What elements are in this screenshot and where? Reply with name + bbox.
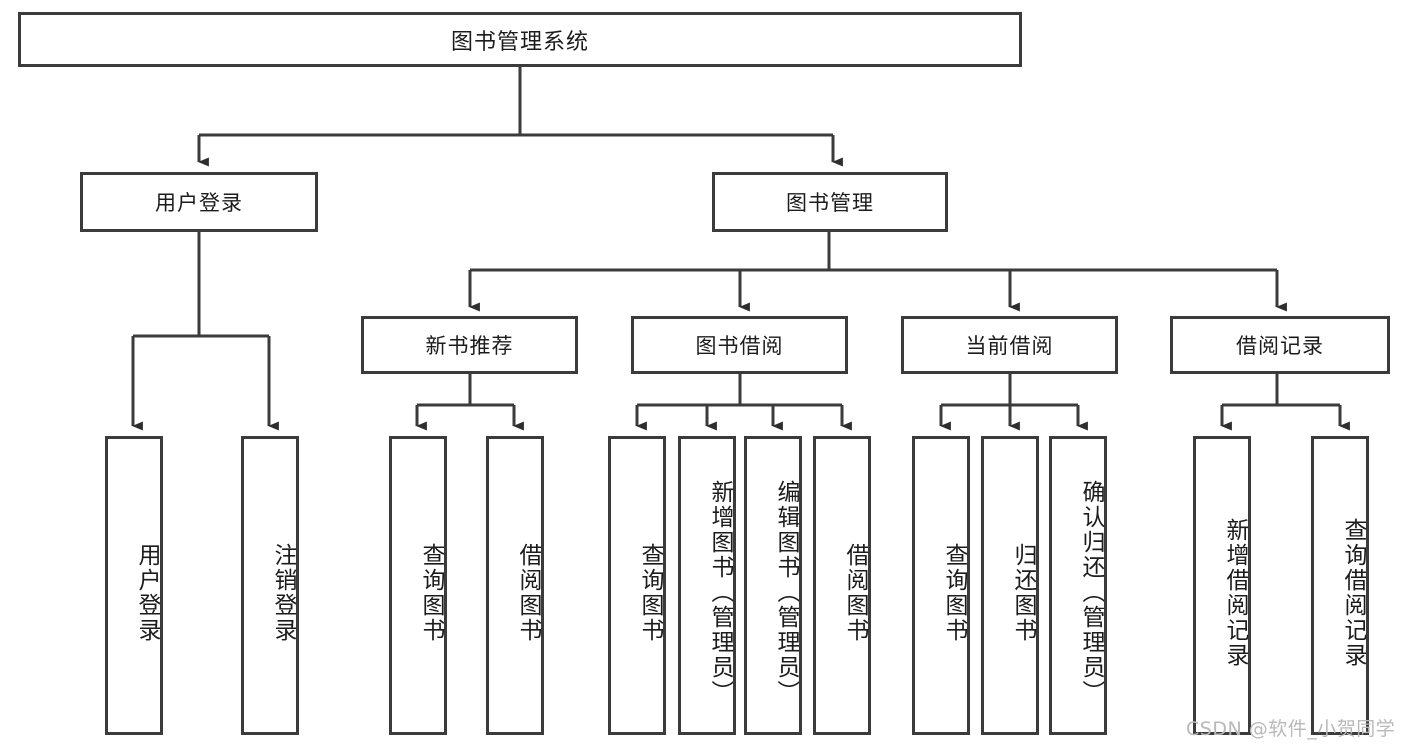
node-label: 新增图书（管理员）	[707, 480, 733, 705]
node-label: 确认归还（管理员）	[1078, 480, 1104, 705]
csdn-watermark: CSDN @软件_小贺同学	[1186, 718, 1396, 740]
leaf-new-book-query[interactable]: 查询图书	[389, 436, 447, 735]
node-root-book-management-system[interactable]: 图书管理系统	[18, 12, 1022, 67]
node-label: 图书管理	[786, 191, 874, 215]
node-label: 用户登录	[134, 542, 160, 643]
node-label: 新增借阅记录	[1222, 517, 1248, 668]
node-label: 查询借阅记录	[1340, 517, 1366, 668]
node-book-borrow[interactable]: 图书借阅	[631, 316, 848, 374]
node-label: 借阅图书	[515, 542, 541, 643]
leaf-current-borrow-return[interactable]: 归还图书	[981, 436, 1039, 735]
node-label: 图书管理系统	[450, 29, 589, 55]
node-label: 借阅图书	[842, 542, 868, 643]
node-label: 归还图书	[1010, 542, 1036, 643]
node-label: 注销登录	[270, 542, 296, 643]
node-label: 查询图书	[637, 542, 663, 643]
node-label: 用户登录	[155, 191, 243, 215]
node-label: 编辑图书（管理员）	[773, 480, 799, 705]
leaf-book-borrow-add[interactable]: 新增图书（管理员）	[678, 436, 736, 735]
leaf-book-borrow-edit[interactable]: 编辑图书（管理员）	[744, 436, 802, 735]
node-label: 查询图书	[418, 542, 444, 643]
leaf-book-borrow-borrow[interactable]: 借阅图书	[813, 436, 871, 735]
node-current-borrow[interactable]: 当前借阅	[901, 316, 1118, 374]
leaf-book-borrow-query[interactable]: 查询图书	[608, 436, 666, 735]
node-user-login[interactable]: 用户登录	[80, 172, 318, 232]
node-label: 查询图书	[941, 542, 967, 643]
leaf-current-borrow-query[interactable]: 查询图书	[912, 436, 970, 735]
leaf-borrow-record-add[interactable]: 新增借阅记录	[1193, 436, 1251, 735]
node-new-book-recommend[interactable]: 新书推荐	[361, 316, 578, 374]
leaf-borrow-record-query[interactable]: 查询借阅记录	[1311, 436, 1369, 735]
node-book-management[interactable]: 图书管理	[712, 172, 948, 232]
leaf-user-login-logout[interactable]: 注销登录	[241, 436, 299, 735]
node-borrow-record[interactable]: 借阅记录	[1170, 316, 1390, 374]
leaf-new-book-borrow[interactable]: 借阅图书	[486, 436, 544, 735]
node-label: 借阅记录	[1236, 334, 1324, 358]
leaf-user-login-login[interactable]: 用户登录	[105, 436, 163, 735]
node-label: 当前借阅	[965, 334, 1054, 358]
leaf-current-borrow-confirm-return[interactable]: 确认归还（管理员）	[1049, 436, 1107, 735]
node-label: 图书借阅	[695, 334, 784, 358]
node-label: 新书推荐	[425, 334, 514, 358]
